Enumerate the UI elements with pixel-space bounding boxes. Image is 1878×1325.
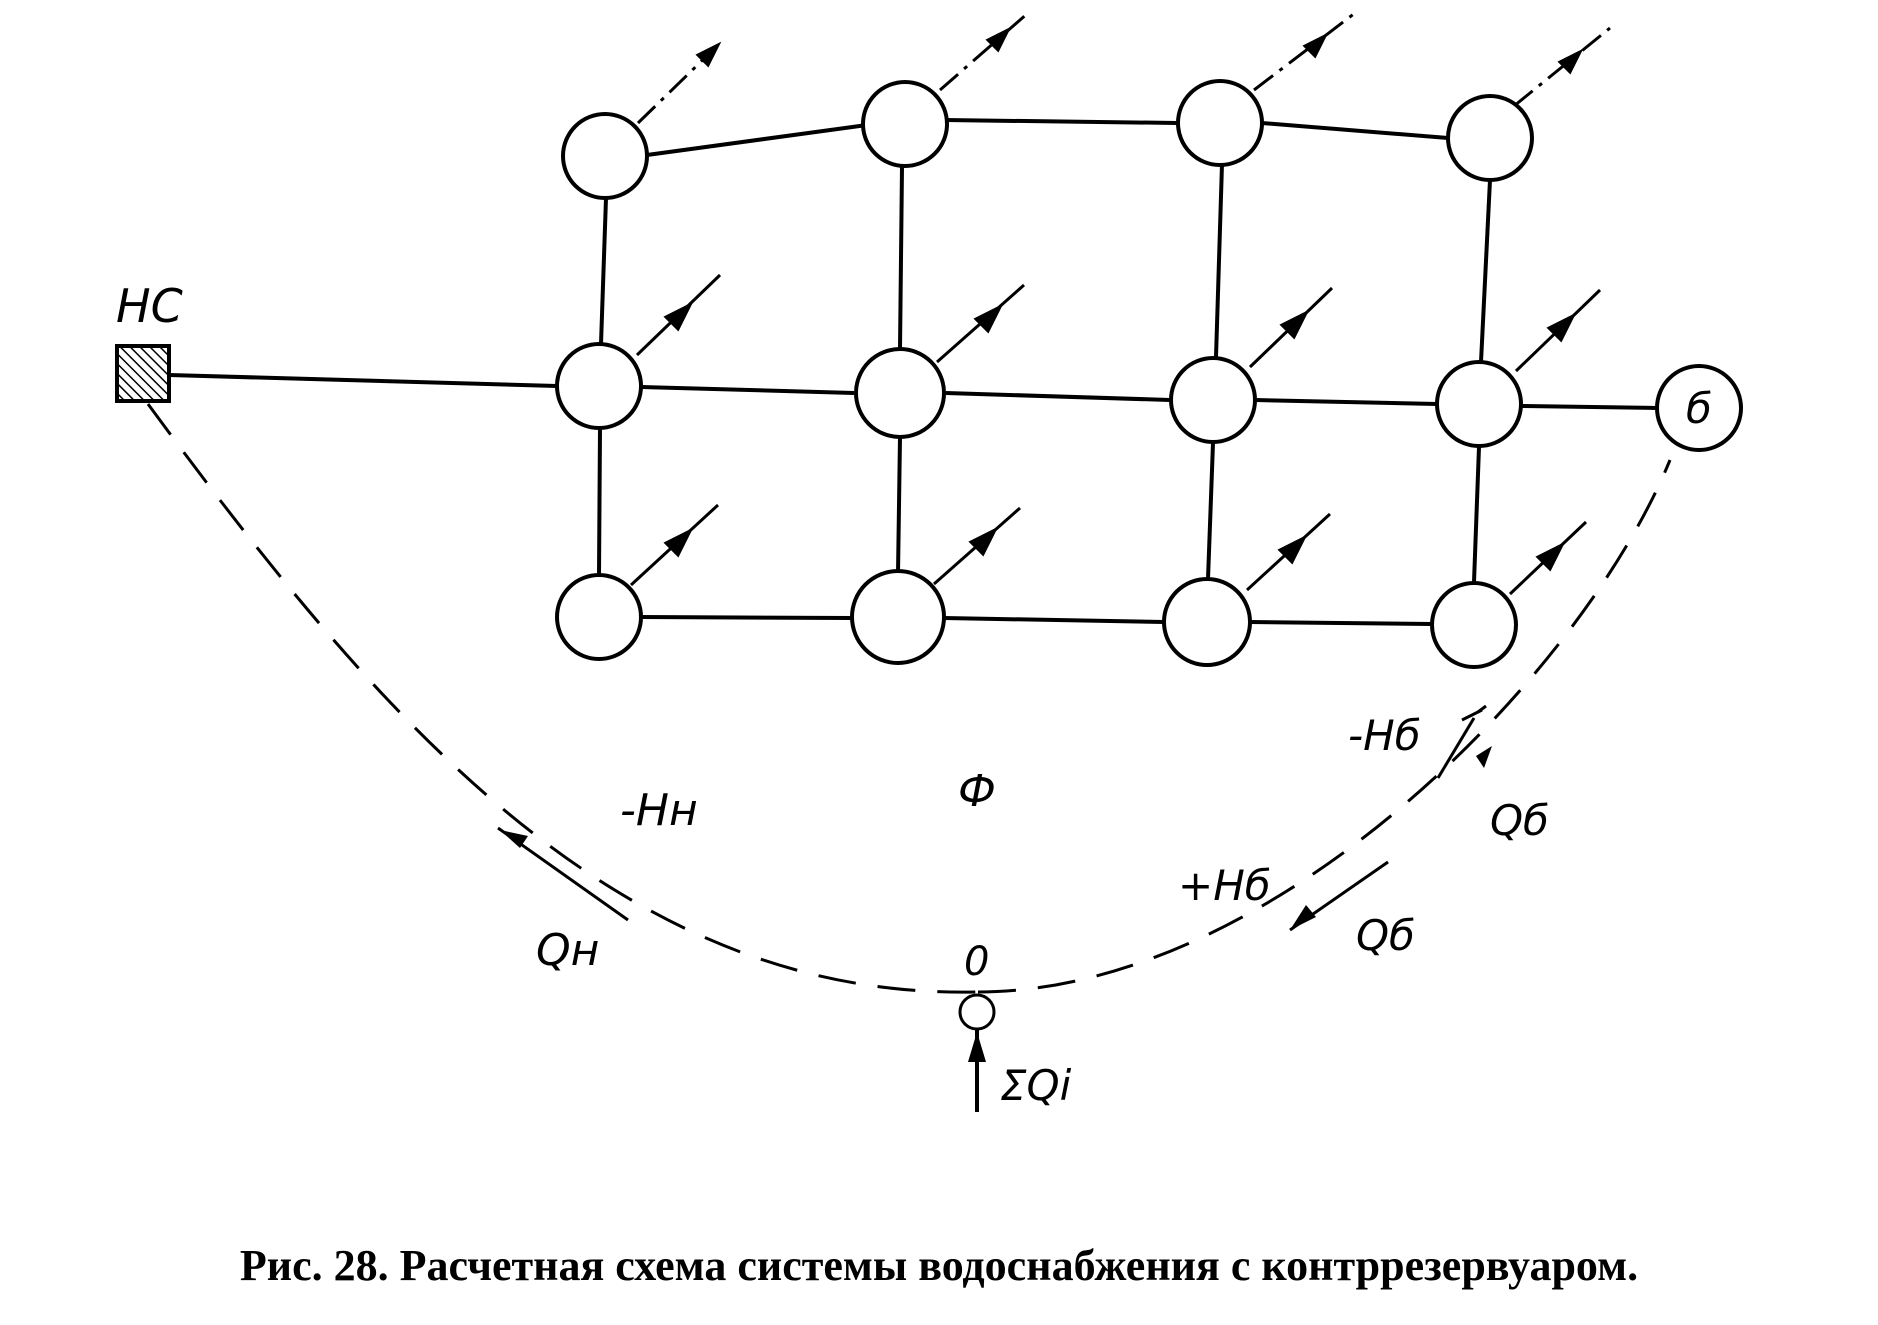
pump-fictitious-link <box>146 403 979 994</box>
outflow-arrowhead <box>663 301 694 332</box>
outflow-arrowhead <box>1279 309 1310 340</box>
pipe <box>1520 404 1658 410</box>
node <box>1430 581 1518 669</box>
outflow-arrowhead <box>1277 534 1308 565</box>
pipe <box>1206 442 1215 580</box>
figure-caption: Рис. 28. Расчетная схема системы водосна… <box>239 1241 1639 1290</box>
outflow-arrowhead <box>968 526 999 557</box>
nodal-outflows <box>629 11 1611 596</box>
zero-node <box>958 993 996 1031</box>
node <box>1169 356 1257 444</box>
sum-q-label: ΣQi <box>1000 1061 1072 1110</box>
pipe <box>1214 163 1224 358</box>
pipe <box>640 615 853 620</box>
tick <box>1477 704 1487 714</box>
pipe <box>168 373 558 388</box>
pump-station-label: НС <box>116 279 183 333</box>
h-tower-minus-label: -Hб <box>1348 711 1421 760</box>
pipe <box>945 391 1171 402</box>
network-nodes <box>555 79 1534 669</box>
outflow-arrow <box>1253 11 1356 92</box>
pipe <box>1254 398 1438 406</box>
pipe <box>1249 620 1433 626</box>
pump-station-icon <box>115 344 171 403</box>
tower-label: б <box>1686 384 1712 433</box>
outflow-arrowhead <box>1302 32 1329 59</box>
fictitious-links <box>146 403 1672 994</box>
outflow-arrowhead <box>663 527 694 558</box>
pipe <box>943 616 1165 624</box>
node <box>561 112 649 200</box>
q-tower-upper-flow-line <box>1436 717 1476 779</box>
q-tower-lower-arrowhead <box>1290 905 1316 930</box>
node <box>861 80 949 168</box>
q-pump-label: Qн <box>536 925 599 976</box>
node <box>1162 577 1252 667</box>
q-tower-upper-label: Qб <box>1490 796 1549 845</box>
tower-fictitious-link <box>977 459 1672 994</box>
pipe <box>943 118 1178 125</box>
q-tower-lower-label: Qб <box>1356 911 1415 960</box>
pipe <box>898 166 904 350</box>
pipe <box>1472 446 1481 583</box>
node <box>854 347 946 439</box>
pipe <box>1479 179 1492 363</box>
outflow-arrowhead <box>985 26 1012 53</box>
node <box>1446 94 1534 182</box>
node <box>1435 360 1523 448</box>
q-pump-arrowhead <box>500 830 528 848</box>
pipe <box>599 197 608 345</box>
h-tower-plus-label: +Hб <box>1178 861 1271 910</box>
node <box>850 569 946 665</box>
outflow-arrow <box>1513 26 1611 108</box>
pipe-network <box>168 118 1658 626</box>
outflow-arrowhead <box>1535 541 1566 572</box>
tower-node <box>1655 364 1743 452</box>
outflow-arrowhead <box>1546 312 1577 343</box>
outflow-arrowhead <box>1557 48 1584 75</box>
node <box>555 573 643 661</box>
sum-inflow-arrowhead <box>968 1032 986 1062</box>
pipe <box>646 123 868 157</box>
flow-arrowheads <box>500 746 1492 930</box>
outflow-arrowhead <box>695 41 722 68</box>
outflow-arrow <box>939 11 1029 92</box>
outflow-arrowhead <box>973 303 1004 334</box>
pipe <box>640 385 855 395</box>
q-tower-upper-arrowhead <box>1476 746 1492 768</box>
fictitious-region-label: Ф <box>958 766 996 817</box>
pipe <box>597 427 602 576</box>
pipe <box>896 436 902 575</box>
node <box>555 342 643 430</box>
zero-node-label: 0 <box>964 939 989 985</box>
h-pump-label: -Hн <box>620 785 698 836</box>
pipe <box>1261 121 1449 140</box>
node <box>1176 79 1264 167</box>
